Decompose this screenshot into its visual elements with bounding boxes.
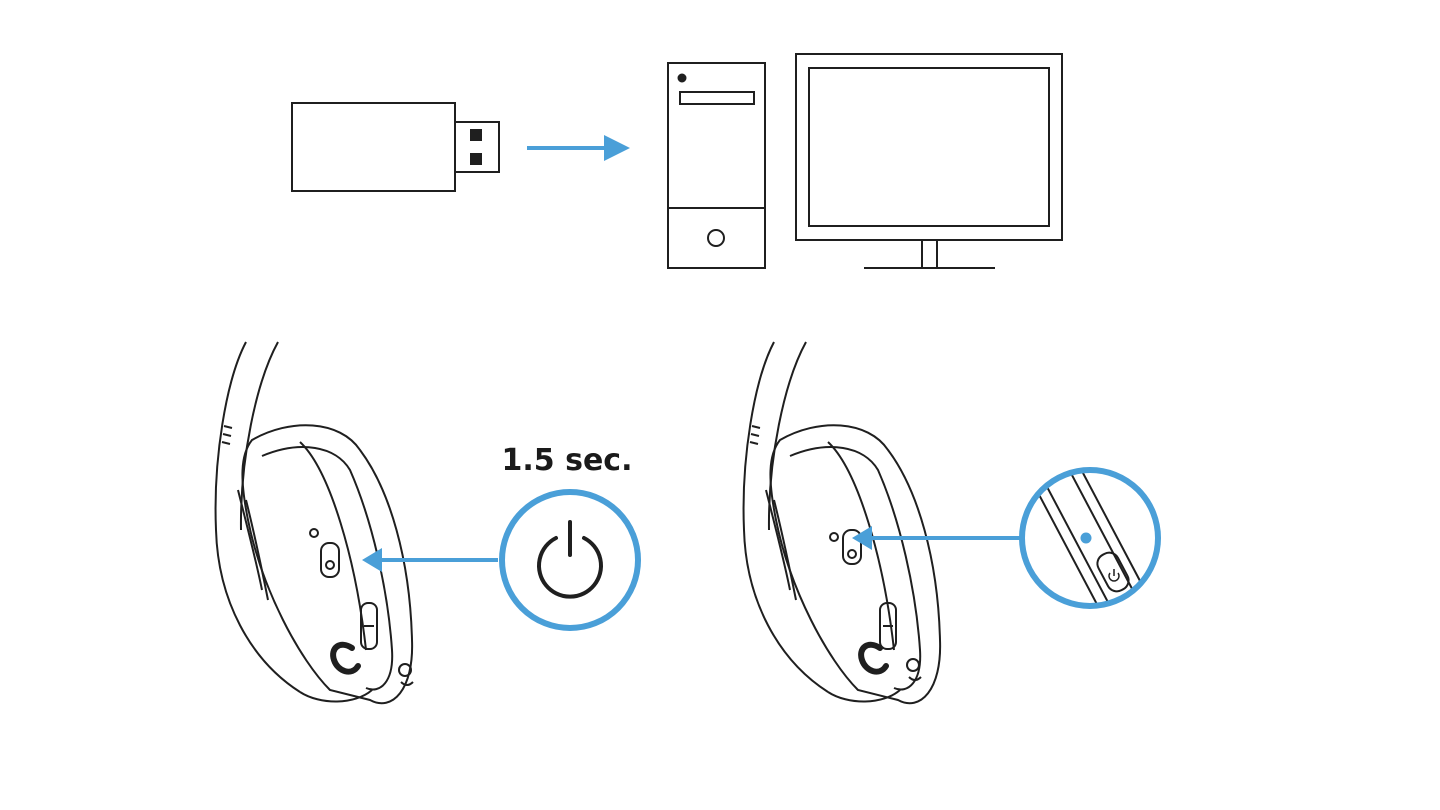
plug-in-arrow — [527, 135, 630, 161]
power-callout — [499, 489, 641, 631]
headset-icon — [742, 341, 942, 705]
press-power-arrow — [362, 548, 498, 572]
monitor-icon — [795, 53, 1063, 269]
desktop-tower-icon — [667, 62, 766, 269]
usb-receiver-icon — [291, 102, 500, 192]
led-callout — [1019, 467, 1161, 609]
g-logo-icon — [858, 641, 889, 675]
power-icon — [537, 520, 603, 599]
press-duration-label: 1.5 sec. — [502, 443, 633, 478]
g-logo-icon — [330, 641, 361, 675]
led-pointer-arrow — [852, 526, 1020, 550]
power-icon — [1108, 569, 1120, 582]
led-indicator-icon — [1080, 532, 1092, 544]
headset-icon — [214, 341, 414, 705]
